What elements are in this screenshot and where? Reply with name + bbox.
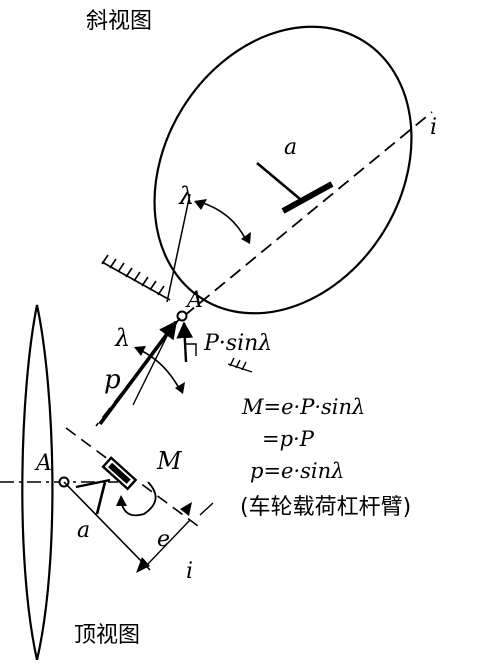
- right-angle-mark: [184, 343, 197, 356]
- lever-a-connector: [75, 478, 111, 489]
- lever-a-upper: [256, 162, 301, 200]
- wheel-center-line-middle: [132, 329, 171, 406]
- dimension-e-arrow-a: [136, 557, 150, 573]
- ground-hatch-small: [227, 357, 253, 373]
- label-A-upper: A: [185, 288, 203, 313]
- lambda-arc-upper: [199, 201, 247, 241]
- label-force-p: p: [104, 365, 121, 395]
- label-e: e: [157, 527, 170, 552]
- label-i-lower: i: [186, 559, 193, 584]
- moment-arrow-head: [116, 495, 127, 506]
- lambda-upper: λ: [178, 182, 194, 210]
- steering-axis-lower-solid: [63, 481, 151, 571]
- dimension-e-ext: [199, 502, 214, 516]
- ground-hatch-upper: [101, 254, 171, 301]
- label-P-sin-lambda: P·sinλ: [203, 331, 272, 356]
- dimension-e-arrow-b: [180, 502, 192, 516]
- label-A-lower: A: [34, 451, 52, 476]
- force-P-sin-arrow: [176, 321, 194, 363]
- label-moment-M: M: [156, 447, 183, 475]
- formula-note: (车轮载荷杠杆臂): [240, 495, 411, 520]
- formula-line-2: =p·P: [262, 427, 315, 451]
- steering-axis-extension: [95, 317, 181, 427]
- lambda-arrow-upper-b: [241, 232, 251, 244]
- steering-axis-i-upper: [183, 111, 433, 317]
- label-a-upper: a: [284, 135, 297, 160]
- label-i-upper: i: [430, 115, 437, 140]
- moment-arc: [120, 481, 157, 517]
- lambda-arc-lower: [139, 349, 181, 391]
- oblique-view-title: 斜视图: [86, 9, 152, 34]
- lever-a-lower: [95, 481, 107, 515]
- formula-line-3: p=e·sinλ: [250, 459, 344, 483]
- lambda-arrow-lower-a: [134, 346, 146, 356]
- wheel-oblique-ellipse: [153, 25, 413, 315]
- lambda-arrow-lower-b: [175, 382, 185, 394]
- lambda-lower: λ: [114, 324, 130, 352]
- dimension-e-line: [145, 519, 191, 567]
- kingpin-bushing-upper: [281, 181, 337, 216]
- formula-line-1: M=e·P·sinλ: [241, 395, 365, 419]
- lambda-arrow-upper-a: [194, 199, 207, 210]
- wheel-center-line-upper: [166, 193, 191, 303]
- label-a-lower: a: [77, 518, 90, 543]
- kingpin-bushing-lower: [101, 456, 138, 491]
- top-view-title: 顶视图: [74, 623, 140, 648]
